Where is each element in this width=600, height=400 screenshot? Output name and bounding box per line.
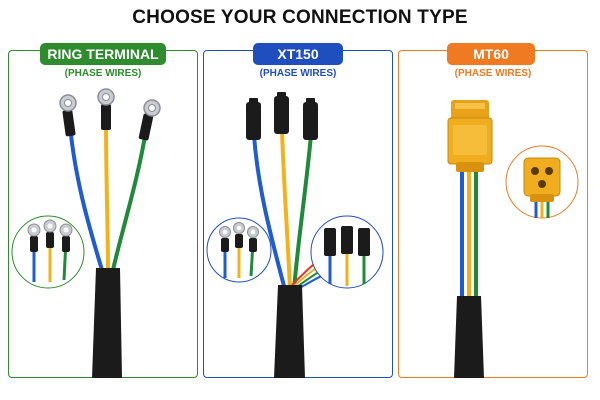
panel-subtitle-mt60: (PHASE WIRES) — [454, 68, 532, 79]
xt150-bullet-detail-circle — [310, 215, 384, 289]
panel-label-ring-terminal: RING TERMINAL — [40, 43, 166, 65]
panel-subtitle-xt150: (PHASE WIRES) — [259, 68, 337, 79]
ring-terminal-detail-circle — [11, 215, 85, 289]
mt60-detail-circle — [505, 145, 579, 219]
mt60-cable — [447, 100, 493, 378]
panel-label-mt60: MT60 — [447, 43, 535, 65]
panel-label-xt150: XT150 — [253, 43, 343, 65]
panel-subtitle-ring-terminal: (PHASE WIRES) — [64, 68, 142, 79]
page-title: CHOOSE YOUR CONNECTION TYPE — [132, 7, 468, 28]
xt150-ring-detail-circle — [206, 217, 272, 283]
xt150-cable — [246, 92, 336, 378]
ring-terminal-cable — [59, 88, 161, 378]
